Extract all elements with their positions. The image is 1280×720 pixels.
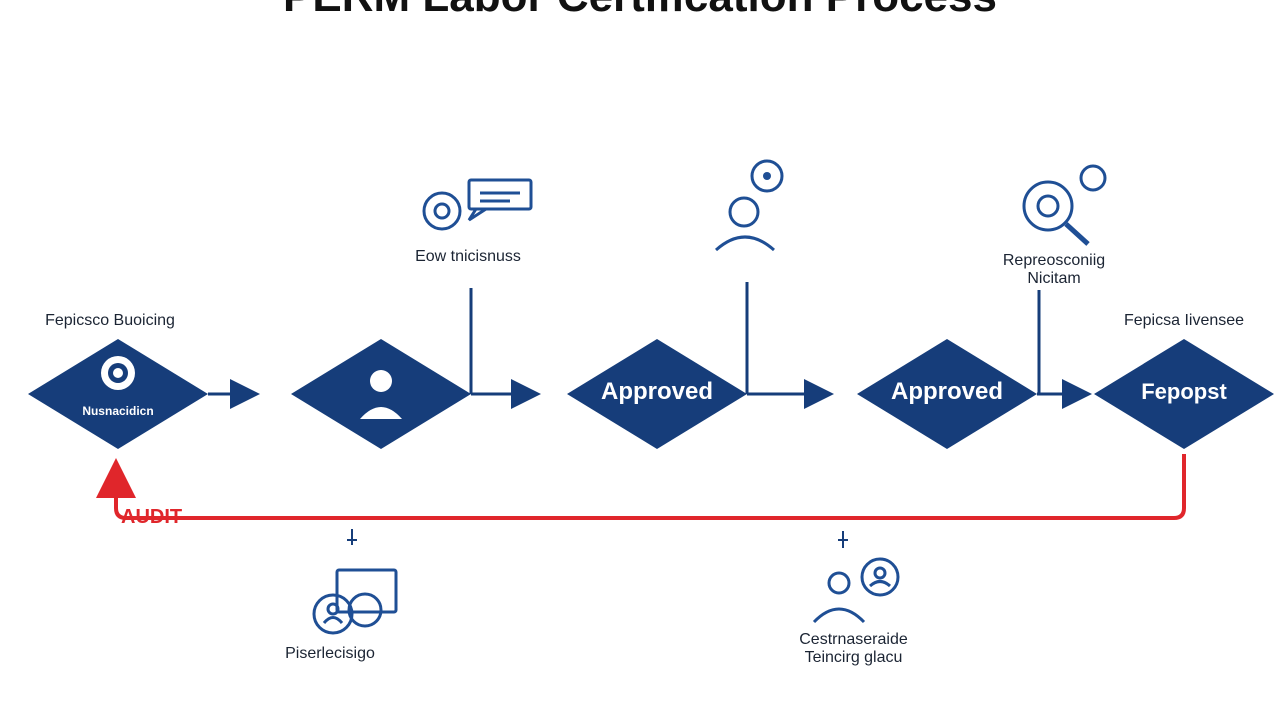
bottom-label-2: Cestrnaseraide Teincirg glacu [799,631,908,666]
person-icon [360,370,402,419]
node-start-text: Nusnacidicn [82,404,154,418]
start-node [28,339,208,449]
applicant-node [291,339,471,449]
top-label-4: Fepicsa Iivensee [1123,312,1245,329]
node-approved-2-text: Approved [890,378,1003,405]
top-label-2: Eow tnicisnuss [415,248,521,265]
diagram-title: PERM Labor Certification Process [0,0,1280,22]
bottom-label-1: Piserlecisigo [285,645,375,662]
node-approved-1-text: Approved [600,378,713,405]
audit-loop [96,454,1186,520]
settings-message-icon [422,178,533,231]
end-node [1094,339,1274,449]
support-person-icon [714,159,784,252]
audit-label: AUDIT [121,506,183,528]
node-end-text: Fepopst [1141,379,1227,404]
approved-node-2 [857,339,1037,449]
contact-person-icon [812,557,900,624]
review-team-icon [312,568,398,635]
top-label-3: Repreosconiig Nicitam [1002,252,1106,287]
search-gear-icon [1022,164,1107,246]
gear-badge-icon [101,356,135,390]
approved-node-1 [567,339,747,449]
top-label-1: Fepicsco Buoicing [45,312,175,329]
